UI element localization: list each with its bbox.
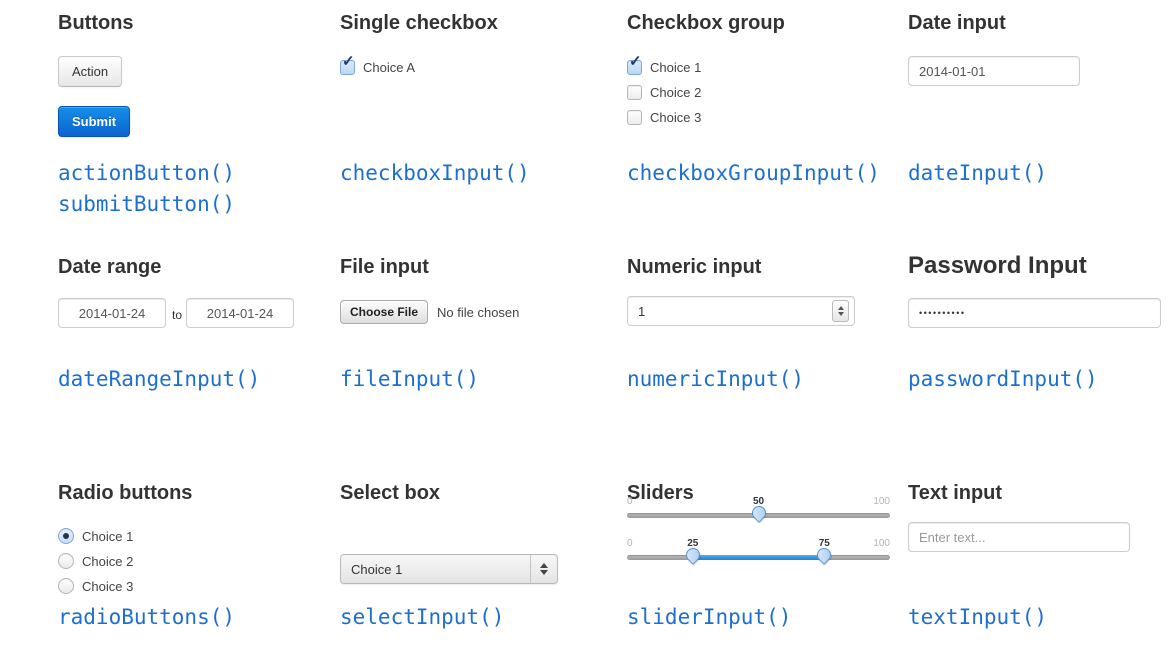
radio-label: Choice 1 <box>82 528 134 544</box>
checkbox-unchecked-icon[interactable] <box>627 110 642 125</box>
arrow-up-icon <box>540 563 548 568</box>
section-title-checkbox-group: Checkbox group <box>627 12 785 34</box>
section-title-sliders: Sliders <box>627 482 694 504</box>
section-title-file-input: File input <box>340 256 429 278</box>
file-input-row: Choose File No file chosen <box>340 300 519 324</box>
range-slider-fill <box>692 555 825 560</box>
checkbox-group-choice-3[interactable]: Choice 3 <box>627 110 701 125</box>
code-dateRangeInput: dateRangeInput() <box>58 367 261 391</box>
code-radioButtons: radioButtons() <box>58 605 236 629</box>
radio-unselected-icon[interactable] <box>58 553 74 569</box>
range-slider-track[interactable] <box>627 545 890 565</box>
text-input-field[interactable] <box>908 522 1130 552</box>
single-slider: 0 50 100 <box>627 496 890 523</box>
check-icon: ✓ <box>629 53 642 70</box>
section-title-text-input: Text input <box>908 482 1003 504</box>
radio-selected-icon[interactable] <box>58 528 74 544</box>
slider-low-label: 25 <box>687 538 699 549</box>
date-input-field[interactable] <box>908 56 1080 86</box>
action-button[interactable]: Action <box>58 56 123 87</box>
file-status-text: No file chosen <box>437 304 520 320</box>
slider-min-label: 0 <box>627 496 633 507</box>
code-actionButton: actionButton() <box>58 161 236 185</box>
checkbox-unchecked-icon[interactable] <box>627 85 642 100</box>
section-title-password-input: Password Input <box>908 252 1087 279</box>
checkbox-checked-icon[interactable]: ✓ <box>627 54 642 75</box>
checkbox-label: Choice 1 <box>650 60 702 75</box>
section-title-select-box: Select box <box>340 482 441 504</box>
arrow-down-icon <box>540 570 548 575</box>
radio-choice-3[interactable]: Choice 3 <box>58 578 133 594</box>
code-selectInput: selectInput() <box>340 605 505 629</box>
select-dropdown[interactable]: Choice 1 <box>340 554 558 584</box>
select-selected-value: Choice 1 <box>351 561 403 577</box>
radio-label: Choice 3 <box>82 578 134 594</box>
numeric-input-wrap <box>627 296 855 326</box>
check-icon: ✓ <box>342 53 355 70</box>
radio-choice-1[interactable]: Choice 1 <box>58 528 133 544</box>
checkbox-group-choice-2[interactable]: Choice 2 <box>627 85 701 100</box>
section-title-date-range: Date range <box>58 256 162 278</box>
range-slider-labels: 0 25 75 100 <box>627 538 890 549</box>
section-title-date-input: Date input <box>908 12 1006 34</box>
checkbox-label: Choice 3 <box>650 110 702 125</box>
stepper-up-icon[interactable] <box>837 306 844 310</box>
checkbox-label: Choice A <box>363 60 416 75</box>
code-submitButton: submitButton() <box>58 192 236 216</box>
code-checkboxInput: checkboxInput() <box>340 161 530 185</box>
checkbox-choice-a[interactable]: ✓ Choice A <box>340 54 416 75</box>
slider-value-label: 50 <box>752 496 765 507</box>
password-input-field[interactable] <box>908 298 1161 328</box>
choose-file-button[interactable]: Choose File <box>340 300 429 324</box>
checkbox-group-choice-1[interactable]: ✓ Choice 1 <box>627 54 702 75</box>
checkbox-checked-icon[interactable]: ✓ <box>340 54 355 75</box>
single-slider-track[interactable] <box>627 503 890 523</box>
numeric-stepper[interactable] <box>832 300 849 322</box>
section-title-buttons: Buttons <box>58 12 134 34</box>
slider-min-label: 0 <box>627 538 633 549</box>
slider-max-label: 100 <box>873 538 890 549</box>
slider-high-label: 75 <box>818 538 830 549</box>
code-sliderInput: sliderInput() <box>627 605 792 629</box>
code-numericInput: numericInput() <box>627 367 805 391</box>
radio-unselected-icon[interactable] <box>58 578 74 594</box>
checkbox-label: Choice 2 <box>650 85 702 100</box>
section-title-radio-buttons: Radio buttons <box>58 482 193 504</box>
code-textInput: textInput() <box>908 605 1048 629</box>
select-arrows-icon <box>530 555 557 583</box>
radio-label: Choice 2 <box>82 553 134 569</box>
stepper-down-icon[interactable] <box>837 312 844 316</box>
date-range-start-field[interactable] <box>58 298 166 328</box>
single-slider-labels: 0 50 100 <box>627 496 890 507</box>
date-range-end-field[interactable] <box>186 298 294 328</box>
submit-button[interactable]: Submit <box>58 106 131 137</box>
code-checkboxGroupInput: checkboxGroupInput() <box>627 161 880 185</box>
date-range-separator: to <box>172 308 183 322</box>
code-dateInput: dateInput() <box>908 161 1048 185</box>
section-title-single-checkbox: Single checkbox <box>340 12 498 34</box>
numeric-input-field[interactable] <box>627 296 855 326</box>
slider-max-label: 100 <box>873 496 890 507</box>
section-title-numeric-input: Numeric input <box>627 256 762 278</box>
code-fileInput: fileInput() <box>340 367 480 391</box>
range-slider: 0 25 75 100 <box>627 538 890 565</box>
radio-choice-2[interactable]: Choice 2 <box>58 553 133 569</box>
code-passwordInput: passwordInput() <box>908 367 1098 391</box>
